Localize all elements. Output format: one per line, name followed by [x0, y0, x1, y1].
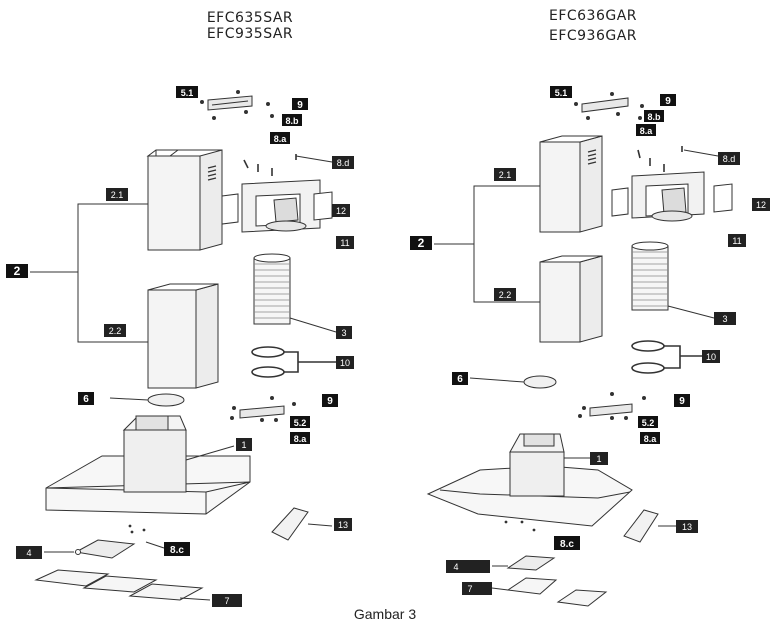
left-panel [30, 90, 337, 601]
left-wall-bracket-top [200, 90, 274, 120]
left-label-5-2: 5.2 [294, 418, 307, 428]
left-lower-chimney [147, 283, 219, 389]
left-label-10: 10 [340, 358, 350, 368]
left-upper-chimney [146, 149, 223, 251]
left-label-2-2: 2.2 [109, 326, 122, 336]
right-label-5-1: 5.1 [555, 88, 568, 98]
right-label-4: 4 [453, 562, 458, 572]
figure-caption: Gambar 3 [353, 606, 417, 622]
right-user-manual [623, 509, 676, 543]
left-label-8a-top: 8.a [274, 134, 288, 144]
left-label-6: 6 [83, 394, 89, 405]
right-model-line-2: EFC936GAR [548, 28, 638, 44]
right-label-3: 3 [722, 314, 727, 324]
left-labels: 5.1 9 8.b 8.a 8.d 2.1 2 12 11 2.2 3 10 6 [6, 86, 354, 607]
left-grease-filter-tray [44, 539, 165, 559]
right-panel [426, 92, 733, 607]
right-model-title: EFC636GAR EFC936GAR [543, 6, 643, 46]
left-cover-plate [109, 393, 185, 407]
left-label-4: 4 [26, 548, 31, 558]
left-label-9-bottom: 9 [327, 396, 333, 407]
left-motor-unit [221, 154, 333, 233]
right-cover-plate [469, 375, 557, 389]
right-wall-bracket-bottom [578, 392, 646, 420]
left-label-box-5-1 [176, 86, 198, 98]
right-label-2-2: 2.2 [499, 290, 512, 300]
left-label-8c: 8.c [170, 545, 184, 556]
left-label-5-1: 5.1 [181, 88, 194, 98]
right-label-9-bottom: 9 [679, 396, 685, 407]
right-clamps [631, 340, 702, 374]
right-label-10: 10 [706, 352, 716, 362]
right-upper-chimney [539, 135, 603, 233]
right-labels: 5.1 9 8.b 8.a 8.d 2.1 2 12 11 2.2 3 10 6 [410, 86, 770, 595]
left-label-11: 11 [340, 238, 349, 248]
right-label-7: 7 [467, 584, 472, 594]
left-mesh-filters [34, 569, 211, 601]
right-flex-duct [631, 241, 715, 319]
right-hood-body [426, 433, 633, 532]
left-label-9-top: 9 [297, 100, 303, 111]
right-label-9-top: 9 [665, 96, 671, 107]
right-label-1: 1 [596, 454, 601, 464]
right-label-13: 13 [682, 522, 692, 532]
left-label-2: 2 [14, 264, 21, 278]
right-label-8b: 8.b [647, 112, 661, 122]
right-label-8a-top: 8.a [640, 126, 654, 136]
left-user-manual [271, 507, 333, 541]
right-label-5-2: 5.2 [642, 418, 655, 428]
left-clamps [251, 346, 336, 378]
left-label-8b: 8.b [285, 116, 299, 126]
left-label-8d: 8.d [337, 158, 350, 168]
left-label-1: 1 [241, 440, 246, 450]
right-label-6: 6 [457, 374, 463, 385]
left-hood-body [45, 415, 251, 534]
right-label-8a-bottom: 8.a [644, 434, 658, 444]
right-lower-chimney [539, 255, 603, 343]
right-label-8c: 8.c [560, 539, 574, 550]
left-label-7: 7 [224, 596, 229, 606]
right-label-2: 2 [418, 236, 425, 250]
right-label-11: 11 [732, 236, 741, 246]
left-model-line-2: EFC935SAR [206, 26, 294, 42]
left-label-8a-bottom: 8.a [294, 434, 308, 444]
left-label-13: 13 [338, 520, 348, 530]
left-flex-duct [253, 253, 337, 333]
left-model-line-1: EFC635SAR [206, 10, 294, 26]
right-mesh-filters [491, 577, 608, 607]
right-label-2-1: 2.1 [499, 170, 512, 180]
left-model-title: EFC635SAR EFC935SAR [200, 10, 300, 42]
left-wall-bracket-bottom [230, 396, 296, 422]
left-label-12: 12 [336, 206, 346, 216]
right-motor-unit [611, 146, 733, 222]
right-grease-filter-tray [492, 555, 556, 571]
right-model-line-1: EFC636GAR [548, 8, 638, 24]
right-wall-bracket-top [574, 92, 644, 120]
left-label-3: 3 [341, 328, 346, 338]
right-label-12: 12 [756, 200, 766, 210]
left-label-2-1: 2.1 [111, 190, 124, 200]
right-label-8d: 8.d [723, 154, 736, 164]
